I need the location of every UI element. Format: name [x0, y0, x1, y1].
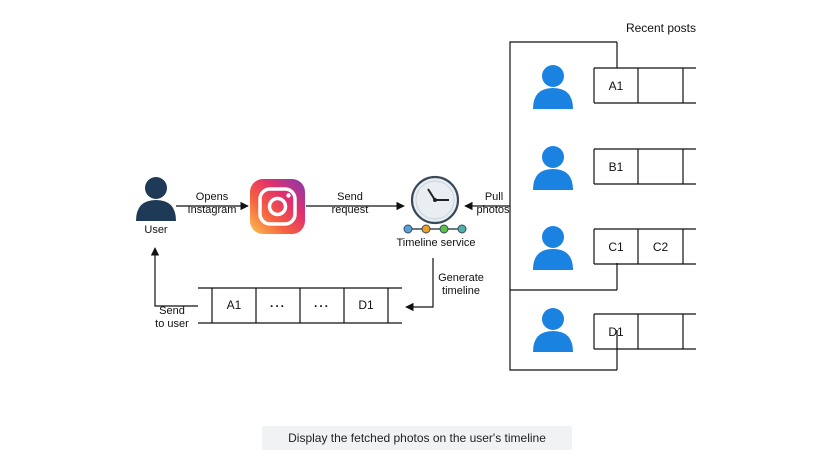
- post-cell: C1: [608, 240, 624, 254]
- timeline-service-label: Timeline service: [396, 237, 476, 249]
- timeline-cell: ...: [269, 296, 286, 310]
- pull-photos-line2: photos: [476, 204, 510, 216]
- followee-icon-4: [533, 308, 573, 352]
- opens-label-line1: Opens: [195, 191, 229, 203]
- send-to-user-line2: to user: [155, 318, 189, 330]
- post-cell: A1: [608, 79, 624, 93]
- timeline-cell: D1: [358, 298, 374, 312]
- followee-queue-2: [593, 148, 696, 185]
- followee-icon-1: [533, 65, 573, 109]
- generate-timeline-line2: timeline: [442, 285, 480, 297]
- caption: Display the fetched photos on the user's…: [262, 426, 572, 450]
- post-cell: C2: [652, 240, 669, 254]
- send-to-user-line1: Send: [159, 305, 185, 317]
- timeline-queue: [198, 287, 402, 324]
- followee-queue-4: [593, 313, 696, 350]
- opens-label-line2: Instagram: [187, 204, 237, 216]
- instagram-icon[interactable]: [250, 179, 305, 234]
- timeline-cell: A1: [226, 298, 242, 312]
- user-icon: [136, 177, 176, 221]
- post-cell: D1: [608, 325, 624, 339]
- post-cell: B1: [608, 160, 624, 174]
- followees-bracket: [509, 41, 617, 371]
- send-to-user-arrow: [150, 247, 198, 307]
- clock-icon: [403, 175, 467, 234]
- timeline-cell: ...: [313, 296, 330, 310]
- send-request-line2: request: [331, 204, 369, 216]
- send-request-line1: Send: [337, 191, 363, 203]
- recent-posts-label: Recent posts: [625, 21, 697, 35]
- followee-icon-2: [533, 146, 573, 190]
- followee-queue-3: [593, 228, 696, 265]
- user-label: User: [144, 224, 168, 236]
- followee-queue-1: [593, 67, 696, 104]
- pull-photos-line1: Pull: [484, 191, 504, 203]
- generate-timeline-line1: Generate: [438, 272, 484, 284]
- followee-icon-3: [533, 226, 573, 270]
- generate-timeline-arrow: [405, 258, 434, 312]
